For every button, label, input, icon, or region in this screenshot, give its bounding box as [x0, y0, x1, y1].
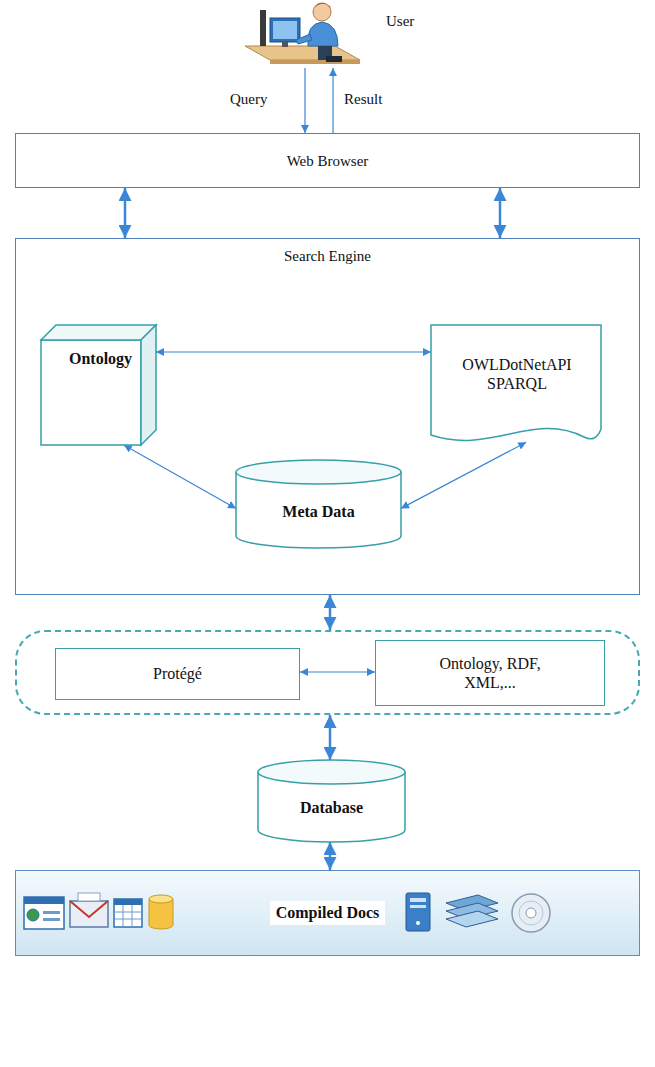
- flow-arrow: [401, 442, 526, 508]
- node-label: Meta Data: [282, 502, 354, 521]
- ontology-cube: Ontology: [41, 325, 156, 445]
- flow-arrow: [300, 671, 375, 672]
- node-label: Protégé: [153, 664, 202, 683]
- text-area: Compiled Docs: [16, 871, 639, 955]
- text-area: Web Browser: [16, 134, 639, 187]
- documents-band: Compiled Docs: [15, 870, 640, 956]
- flow-arrow: [124, 445, 236, 508]
- node-label: Compiled Docs: [270, 901, 386, 924]
- metadata-cylinder: Meta Data: [236, 460, 401, 548]
- node-label: Database: [300, 798, 363, 817]
- node-label: Search Engine: [284, 247, 371, 265]
- edge-label: Query: [228, 90, 270, 108]
- user-outline: [240, 0, 420, 68]
- text-area: Ontology, RDF, XML,...: [376, 641, 604, 705]
- user-figure: User: [240, 0, 420, 68]
- text-area: User: [240, 0, 420, 68]
- api-document: OWLDotNetAPI SPARQL: [431, 325, 601, 451]
- text-area: Meta Data: [236, 460, 401, 548]
- search-engine-panel: Ontology OWLDotNetAPI SPARQL Meta Data Sear…: [15, 238, 640, 595]
- text-area: Protégé: [56, 649, 299, 699]
- dash-outline: [17, 632, 638, 713]
- node-label: OWLDotNetAPI SPARQL: [453, 355, 581, 393]
- flow-arrow: [304, 68, 305, 133]
- flow-arrow: [332, 68, 333, 133]
- node-label: Ontology: [69, 349, 132, 368]
- flow-arrow: [329, 595, 332, 630]
- flow-arrow: [329, 715, 332, 760]
- text-area: Database: [258, 760, 405, 842]
- text-area: [17, 632, 638, 713]
- protege-box: Protégé: [55, 648, 300, 700]
- flow-arrow: [329, 842, 332, 870]
- edge-label: Result: [342, 90, 384, 108]
- cube-outline: [41, 325, 156, 445]
- text-area: OWLDotNetAPI SPARQL: [431, 325, 601, 451]
- rect-outline: [376, 641, 604, 705]
- formats-box: Ontology, RDF, XML,...: [375, 640, 605, 706]
- text-area: Ontology: [41, 325, 156, 445]
- browser-box: Web Browser: [15, 133, 640, 188]
- text-area: Search Engine: [16, 239, 639, 594]
- flow-arrow: [499, 188, 502, 238]
- node-label: Ontology, RDF, XML,...: [420, 654, 560, 692]
- flow-arrow: [124, 188, 127, 238]
- flow-arrow: [156, 351, 431, 352]
- tool-group: Protégé Ontology, RDF, XML,...: [15, 630, 640, 715]
- node-label: Web Browser: [287, 152, 369, 170]
- node-label: User: [386, 12, 414, 30]
- database-cylinder: Database: [258, 760, 405, 842]
